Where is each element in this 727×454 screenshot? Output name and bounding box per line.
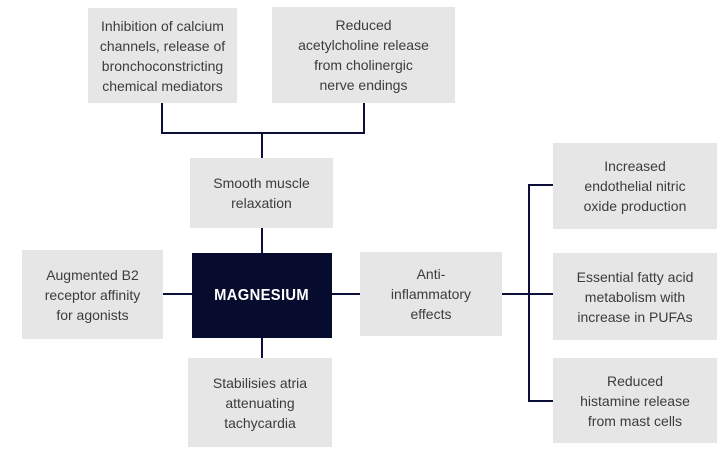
connector-bracket-to-histamine bbox=[528, 400, 553, 402]
node-smooth-muscle-relaxation: Smooth muscle relaxation bbox=[190, 158, 333, 228]
connector-magnesium-to-atria bbox=[261, 338, 263, 358]
connector-b2-to-magnesium bbox=[163, 293, 192, 295]
node-magnesium-center: MAGNESIUM bbox=[192, 253, 332, 338]
node-stabilises-atria: Stabilisies atria attenuating tachycardi… bbox=[188, 358, 332, 447]
node-b2-receptor-affinity: Augmented B2 receptor affinity for agoni… bbox=[22, 250, 163, 339]
connector-magnesium-to-anti bbox=[332, 293, 360, 295]
connector-anti-to-bracket bbox=[502, 293, 553, 295]
connector-to-smooth-muscle bbox=[261, 132, 263, 158]
connector-acetylcholine-down bbox=[363, 103, 365, 134]
magnesium-label: MAGNESIUM bbox=[214, 286, 310, 304]
node-fatty-acid-metabolism: Essential fatty acid metabolism with inc… bbox=[553, 253, 717, 340]
node-histamine-release: Reduced histamine release from mast cell… bbox=[553, 358, 717, 443]
connector-smooth-to-magnesium bbox=[261, 228, 263, 253]
node-acetylcholine-release: Reduced acetylcholine release from choli… bbox=[272, 7, 455, 103]
connector-top-junction bbox=[161, 132, 365, 134]
connector-calcium-down bbox=[161, 103, 163, 134]
node-nitric-oxide-production: Increased endothelial nitric oxide produ… bbox=[553, 143, 717, 229]
node-calcium-channels: Inhibition of calcium channels, release … bbox=[88, 8, 237, 103]
node-anti-inflammatory-effects: Anti- inflammatory effects bbox=[360, 252, 502, 336]
connector-right-bracket bbox=[528, 184, 530, 402]
connector-bracket-to-nitric bbox=[528, 184, 553, 186]
